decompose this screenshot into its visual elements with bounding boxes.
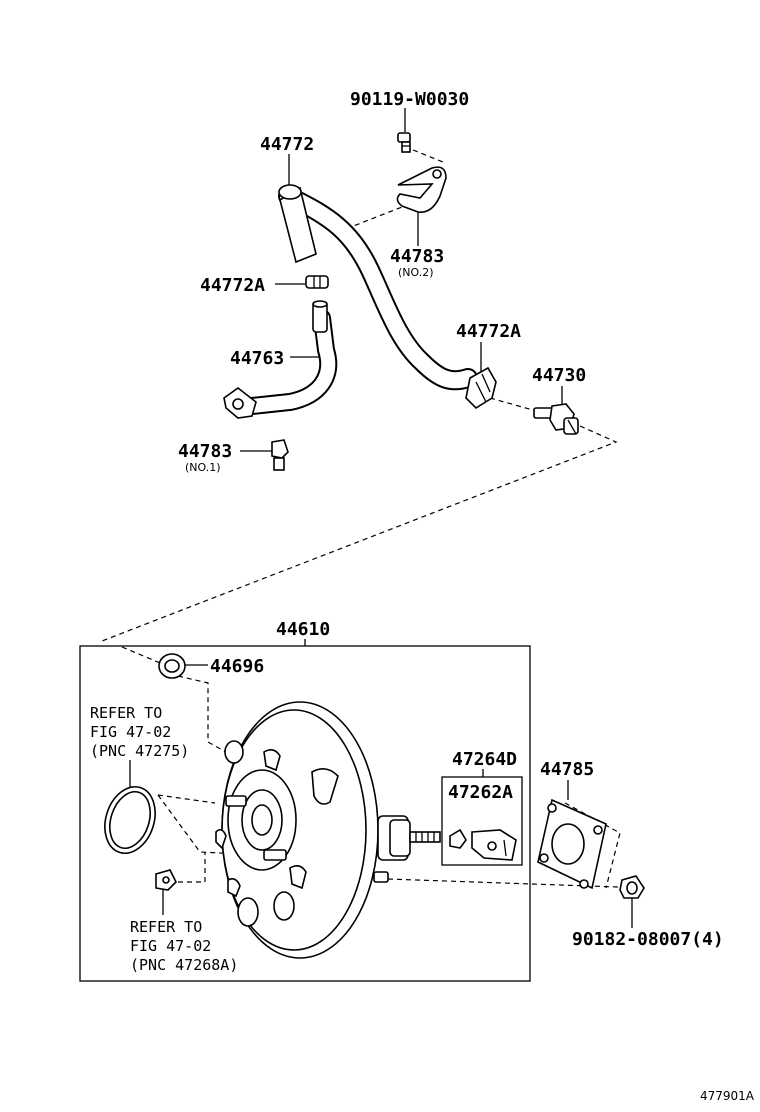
grommet-44696 [158,653,186,679]
refer-note-1-line-1: REFER TO [90,704,162,722]
hose-bracket-44783-no2 [396,166,447,213]
o-ring-47275 [104,786,156,854]
label-44783-no1: 44783 [178,441,232,462]
hose-clamp-44783-no1 [271,439,289,471]
dash-ring-to-stud-upper [157,794,216,804]
refer-note-2: REFER TO FIG 47-02 (PNC 47268A) [130,918,238,974]
dash-gasket-outline [564,802,621,889]
vacuum-hose-44772 [278,184,478,391]
label-47262a: 47262A [448,782,513,803]
refer-note-2-line-1: REFER TO [130,918,202,936]
label-44696: 44696 [210,656,264,677]
label-44730: 44730 [532,365,586,386]
dash-bolt-to-bracket [412,149,444,163]
dash-clamp-to-valve [489,397,541,413]
dash-box-to-grommet [121,646,166,666]
clevis-47262a [449,828,517,861]
nut-47268a [155,869,177,891]
brake-booster-44610 [215,701,441,959]
refer-note-1-line-2: FIG 47-02 [90,723,171,741]
refer-note-2-line-3: (PNC 47268A) [130,956,238,974]
hose-clip-44772a-top [305,275,329,289]
figure-code: 477901A [700,1089,755,1103]
bolt-90119-w0030 [397,132,411,153]
vacuum-hose-44763 [223,300,338,419]
label-90119-w0030: 90119-W0030 [350,89,469,110]
refer-note-1: REFER TO FIG 47-02 (PNC 47275) [90,704,189,760]
label-44610: 44610 [276,619,330,640]
label-44772a-top: 44772A [200,275,265,296]
booster-assembly-box [79,645,531,982]
pin-kit-box-47264d [441,776,523,866]
label-44785: 44785 [540,759,594,780]
dash-nut-to-stud [178,852,206,883]
label-44783-no1-sub: (NO.1) [185,461,221,474]
label-47264d: 47264D [452,749,517,770]
check-valve-44730 [533,403,579,435]
label-90182-08007: 90182-08007(4) [572,929,724,950]
label-44772: 44772 [260,134,314,155]
label-44783-no2-sub: (NO.2) [398,266,434,279]
gasket-44785 [537,798,607,890]
dash-grommet-to-port [177,675,227,753]
label-44772a-right: 44772A [456,321,521,342]
nut-90182-08007 [619,875,645,899]
refer-note-1-line-3: (PNC 47275) [90,742,189,760]
hose-clip-44772a-right [465,366,497,410]
label-44783-no2: 44783 [390,246,444,267]
refer-note-2-line-2: FIG 47-02 [130,937,211,955]
dash-valve-to-booster [101,425,618,642]
label-44763: 44763 [230,348,284,369]
